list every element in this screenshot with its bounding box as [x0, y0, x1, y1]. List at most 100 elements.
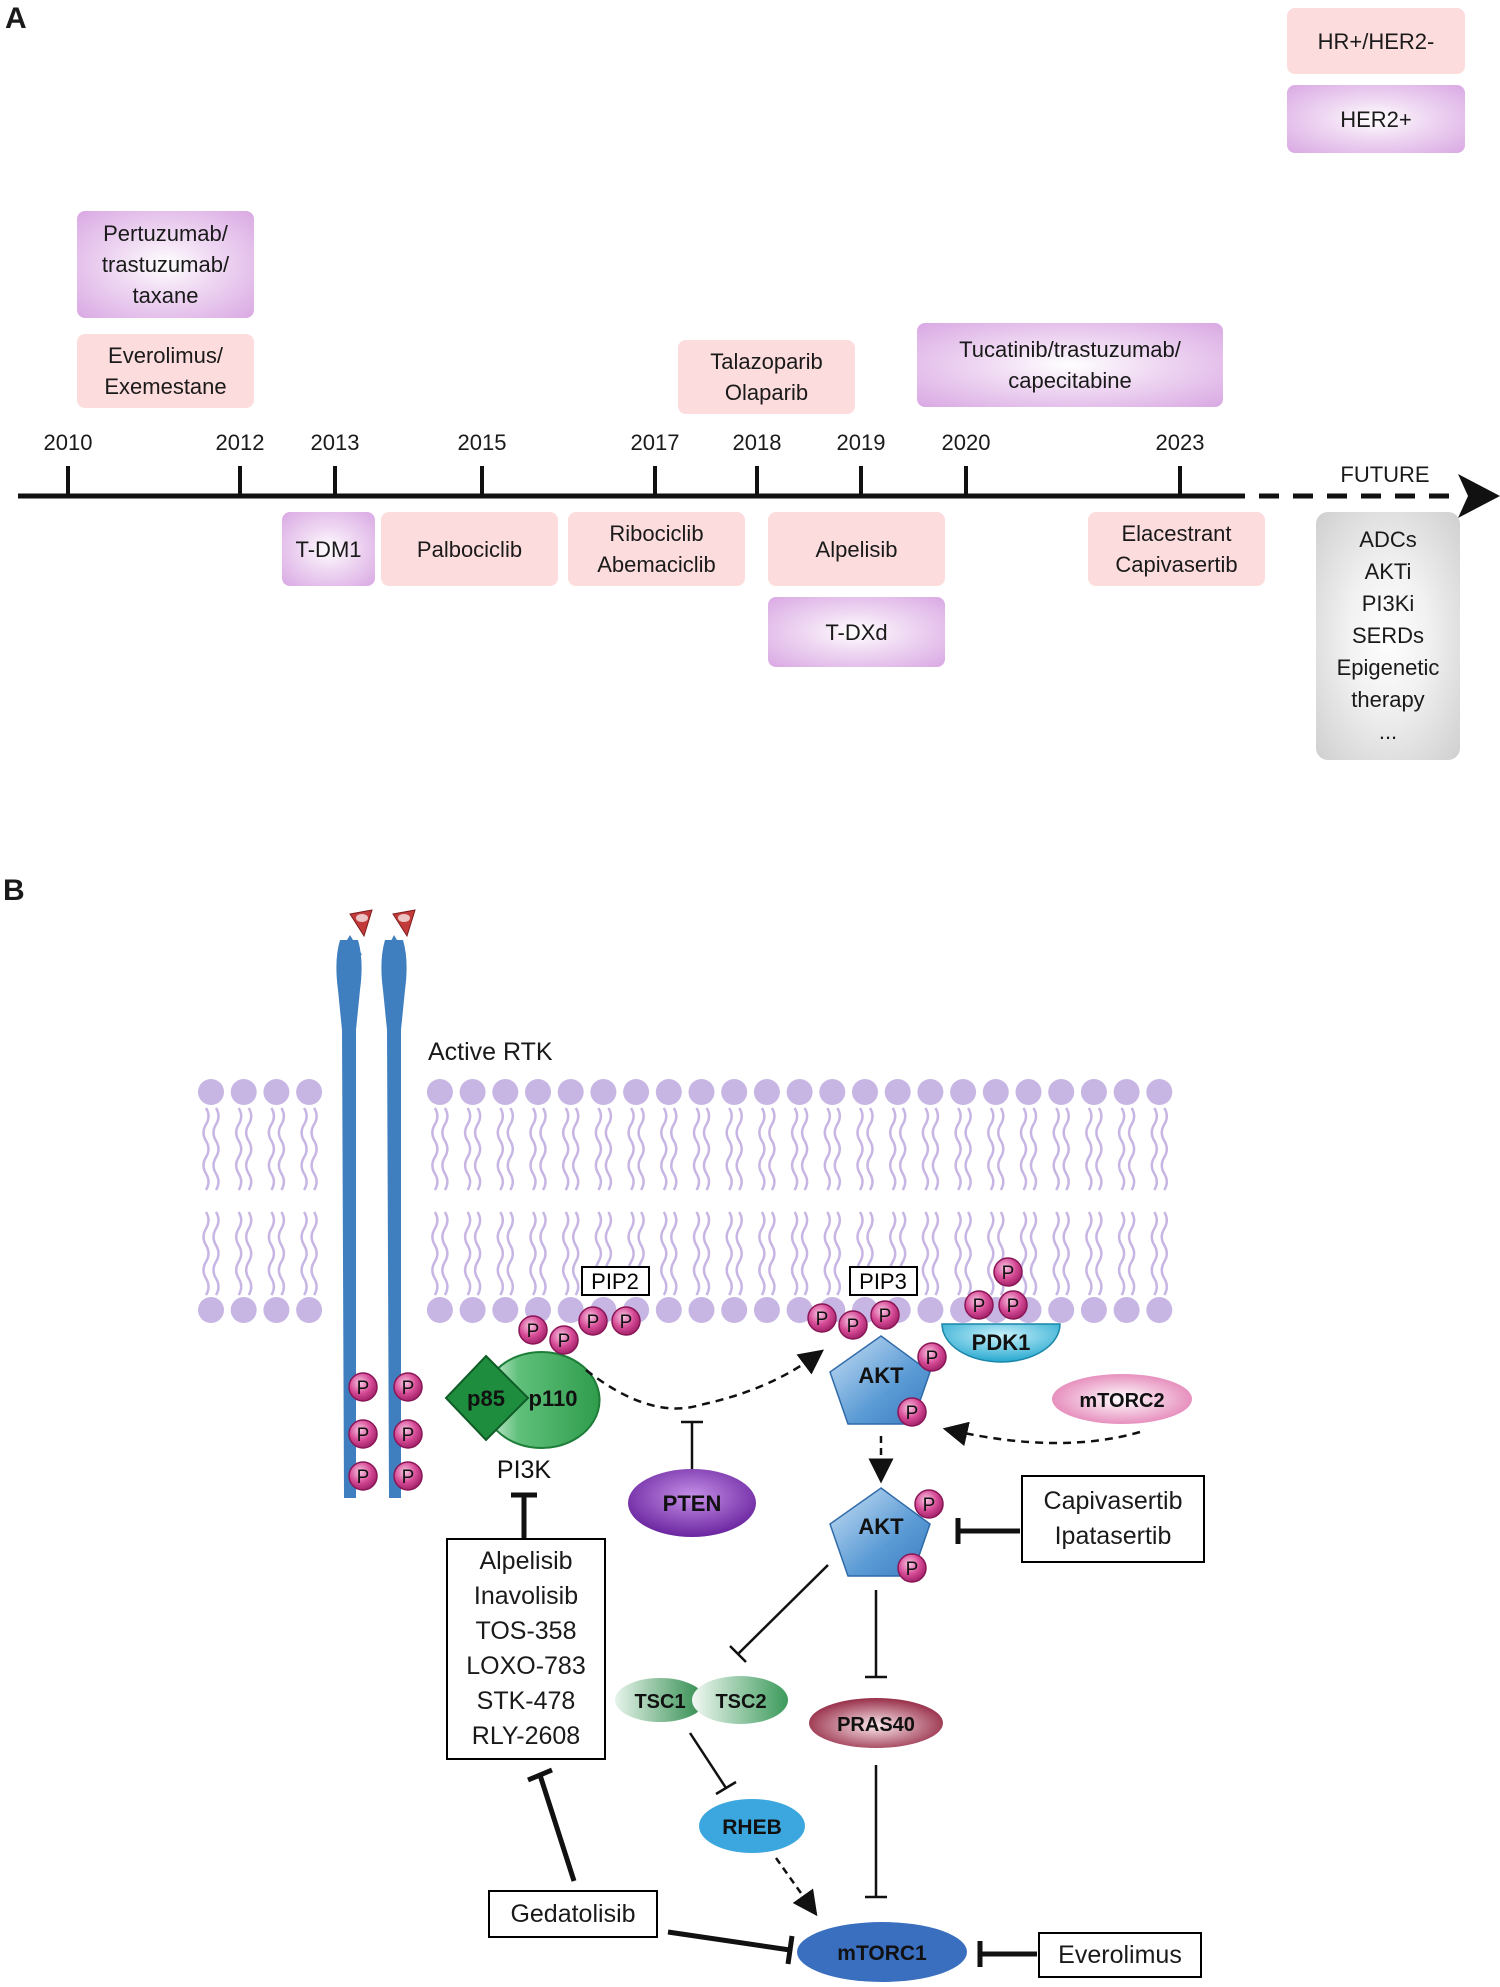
lipid-head	[688, 1297, 715, 1323]
lipid-tail	[1085, 1107, 1093, 1191]
pras40-node	[809, 1698, 943, 1748]
pten-label: PTEN	[663, 1491, 722, 1516]
lipid-head	[1080, 1079, 1107, 1105]
lipid-tail	[310, 1211, 318, 1296]
lipid-head	[198, 1079, 224, 1105]
approval-box-ribociclib: Ribociclib Abemaciclib	[568, 512, 745, 586]
lipid-tail	[496, 1107, 505, 1191]
lipid-tail	[790, 1211, 799, 1296]
lipid-tail	[310, 1107, 318, 1191]
approval-box-alpelisib: Alpelisib	[768, 512, 945, 586]
lipid-tail	[571, 1107, 580, 1191]
lipid-head	[590, 1079, 617, 1105]
lipid-head	[688, 1079, 715, 1105]
lipid-head	[263, 1297, 290, 1323]
pi3k-label: PI3K	[497, 1456, 552, 1484]
lipid-tail	[1117, 1107, 1126, 1191]
lipid-tail	[244, 1211, 253, 1296]
year-label-2012: 2012	[215, 430, 265, 455]
lipid-head	[884, 1079, 911, 1105]
phosphate-10: P	[807, 1303, 837, 1333]
lipid-tail	[463, 1211, 472, 1296]
approval-box-tdxd: T-DXd	[768, 597, 945, 667]
approval-box-tdm1: T-DM1	[282, 512, 375, 586]
lipid-tail	[987, 1107, 995, 1191]
approval-box-everolimus: Everolimus/ Exemestane	[77, 334, 254, 408]
future-therapies-box: ADCs AKTi PI3Ki SERDs Epigenetic therapy…	[1316, 512, 1460, 760]
lipid-head	[786, 1079, 813, 1105]
lipid-tail	[1117, 1211, 1126, 1296]
lipid-tail	[954, 1211, 962, 1296]
edge-gedatolisib-inhibit-mtorc1	[667, 1929, 791, 1953]
svg-text:P: P	[1007, 1296, 1020, 1317]
year-label-2015: 2015	[457, 430, 507, 455]
approval-box-tucatinib: Tucatinib/trastuzumab/ capecitabine	[917, 323, 1223, 407]
svg-text:P: P	[1002, 1263, 1015, 1284]
lipid-head	[1113, 1297, 1140, 1323]
lipid-tail	[921, 1211, 930, 1296]
lipid-tail	[921, 1107, 930, 1191]
akt-membrane-label: AKT	[858, 1363, 904, 1388]
phosphate-19: P	[897, 1553, 927, 1583]
phosphate-11: P	[838, 1310, 868, 1340]
phosphate-8: P	[578, 1306, 608, 1336]
akt-active-label: AKT	[858, 1514, 904, 1539]
approval-box-pertuzumab: Pertuzumab/ trastuzumab/ taxane	[77, 211, 254, 318]
phosphate-17: P	[897, 1397, 927, 1427]
lipid-tail	[1019, 1107, 1028, 1191]
lipid-tail	[1019, 1211, 1028, 1296]
lipid-head	[1146, 1079, 1173, 1105]
lipid-tail	[202, 1107, 210, 1191]
lipid-tail	[594, 1107, 603, 1191]
p110-label: p110	[529, 1386, 578, 1411]
everolimus-box: Everolimus	[1038, 1932, 1202, 1978]
lipid-tail	[692, 1211, 701, 1296]
phosphate-1: P	[393, 1372, 423, 1402]
svg-text:P: P	[847, 1316, 860, 1337]
lipid-head	[982, 1079, 1009, 1105]
lipid-tail	[473, 1107, 482, 1191]
lipid-tail	[277, 1211, 286, 1296]
svg-text:P: P	[527, 1321, 540, 1342]
edge-gedatolisib-inhibit-pi3k	[537, 1774, 577, 1882]
phosphate-2: P	[348, 1419, 378, 1449]
lipid-tail	[823, 1211, 832, 1296]
approval-box-talazoparib: Talazoparib Olaparib	[678, 340, 855, 414]
lipid-tail	[441, 1211, 449, 1296]
lipid-head	[819, 1079, 846, 1105]
lipid-head	[1146, 1297, 1173, 1323]
lipid-tail	[234, 1107, 243, 1191]
lipid-head	[753, 1297, 780, 1323]
gedatolisib-box: Gedatolisib	[488, 1890, 658, 1938]
lipid-head	[426, 1079, 453, 1105]
phosphate-0: P	[348, 1372, 378, 1402]
lipid-tail	[431, 1107, 439, 1191]
lipid-tail	[888, 1107, 897, 1191]
lipid-head	[721, 1079, 748, 1105]
lipid-tail	[660, 1107, 668, 1191]
lipid-head	[230, 1297, 257, 1323]
ligand-2	[392, 909, 416, 938]
tsc1-node	[615, 1678, 705, 1722]
lipid-tail	[431, 1211, 439, 1296]
lipid-tail	[670, 1211, 678, 1296]
lipid-tail	[441, 1107, 449, 1191]
tsc1-label: TSC1	[634, 1691, 685, 1713]
lipid-tail	[1052, 1107, 1060, 1191]
year-label-2010: 2010	[43, 430, 93, 455]
lipid-tail	[964, 1107, 972, 1191]
lipid-head	[492, 1297, 519, 1323]
svg-text:P: P	[926, 1348, 939, 1369]
mtorc1-node	[797, 1922, 967, 1982]
lipid-head	[1048, 1297, 1075, 1323]
lipid-tail	[1029, 1107, 1038, 1191]
lipid-head	[655, 1079, 682, 1105]
phosphate-3: P	[393, 1419, 423, 1449]
svg-text:P: P	[402, 1378, 415, 1399]
svg-text:P: P	[923, 1495, 936, 1516]
lipid-tail	[660, 1211, 668, 1296]
phosphate-7: P	[549, 1325, 579, 1355]
lipid-tail	[702, 1211, 711, 1296]
